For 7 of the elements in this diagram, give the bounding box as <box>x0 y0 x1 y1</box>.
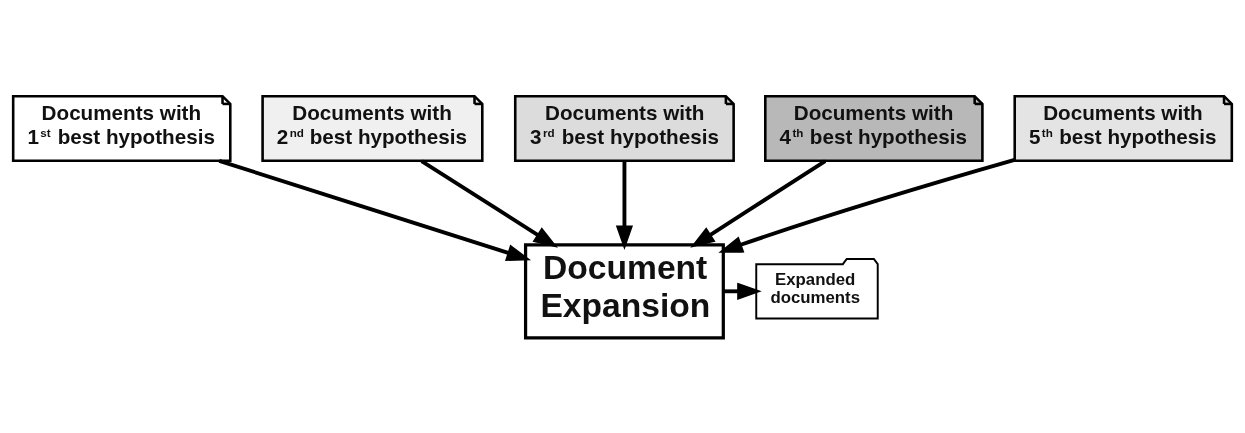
arrow <box>718 157 1016 253</box>
arrow <box>218 158 532 261</box>
arrow <box>690 158 827 248</box>
arrow <box>420 158 558 248</box>
node-box: Document Expansion <box>523 242 725 339</box>
arrow <box>615 160 634 250</box>
arrow <box>723 282 762 300</box>
